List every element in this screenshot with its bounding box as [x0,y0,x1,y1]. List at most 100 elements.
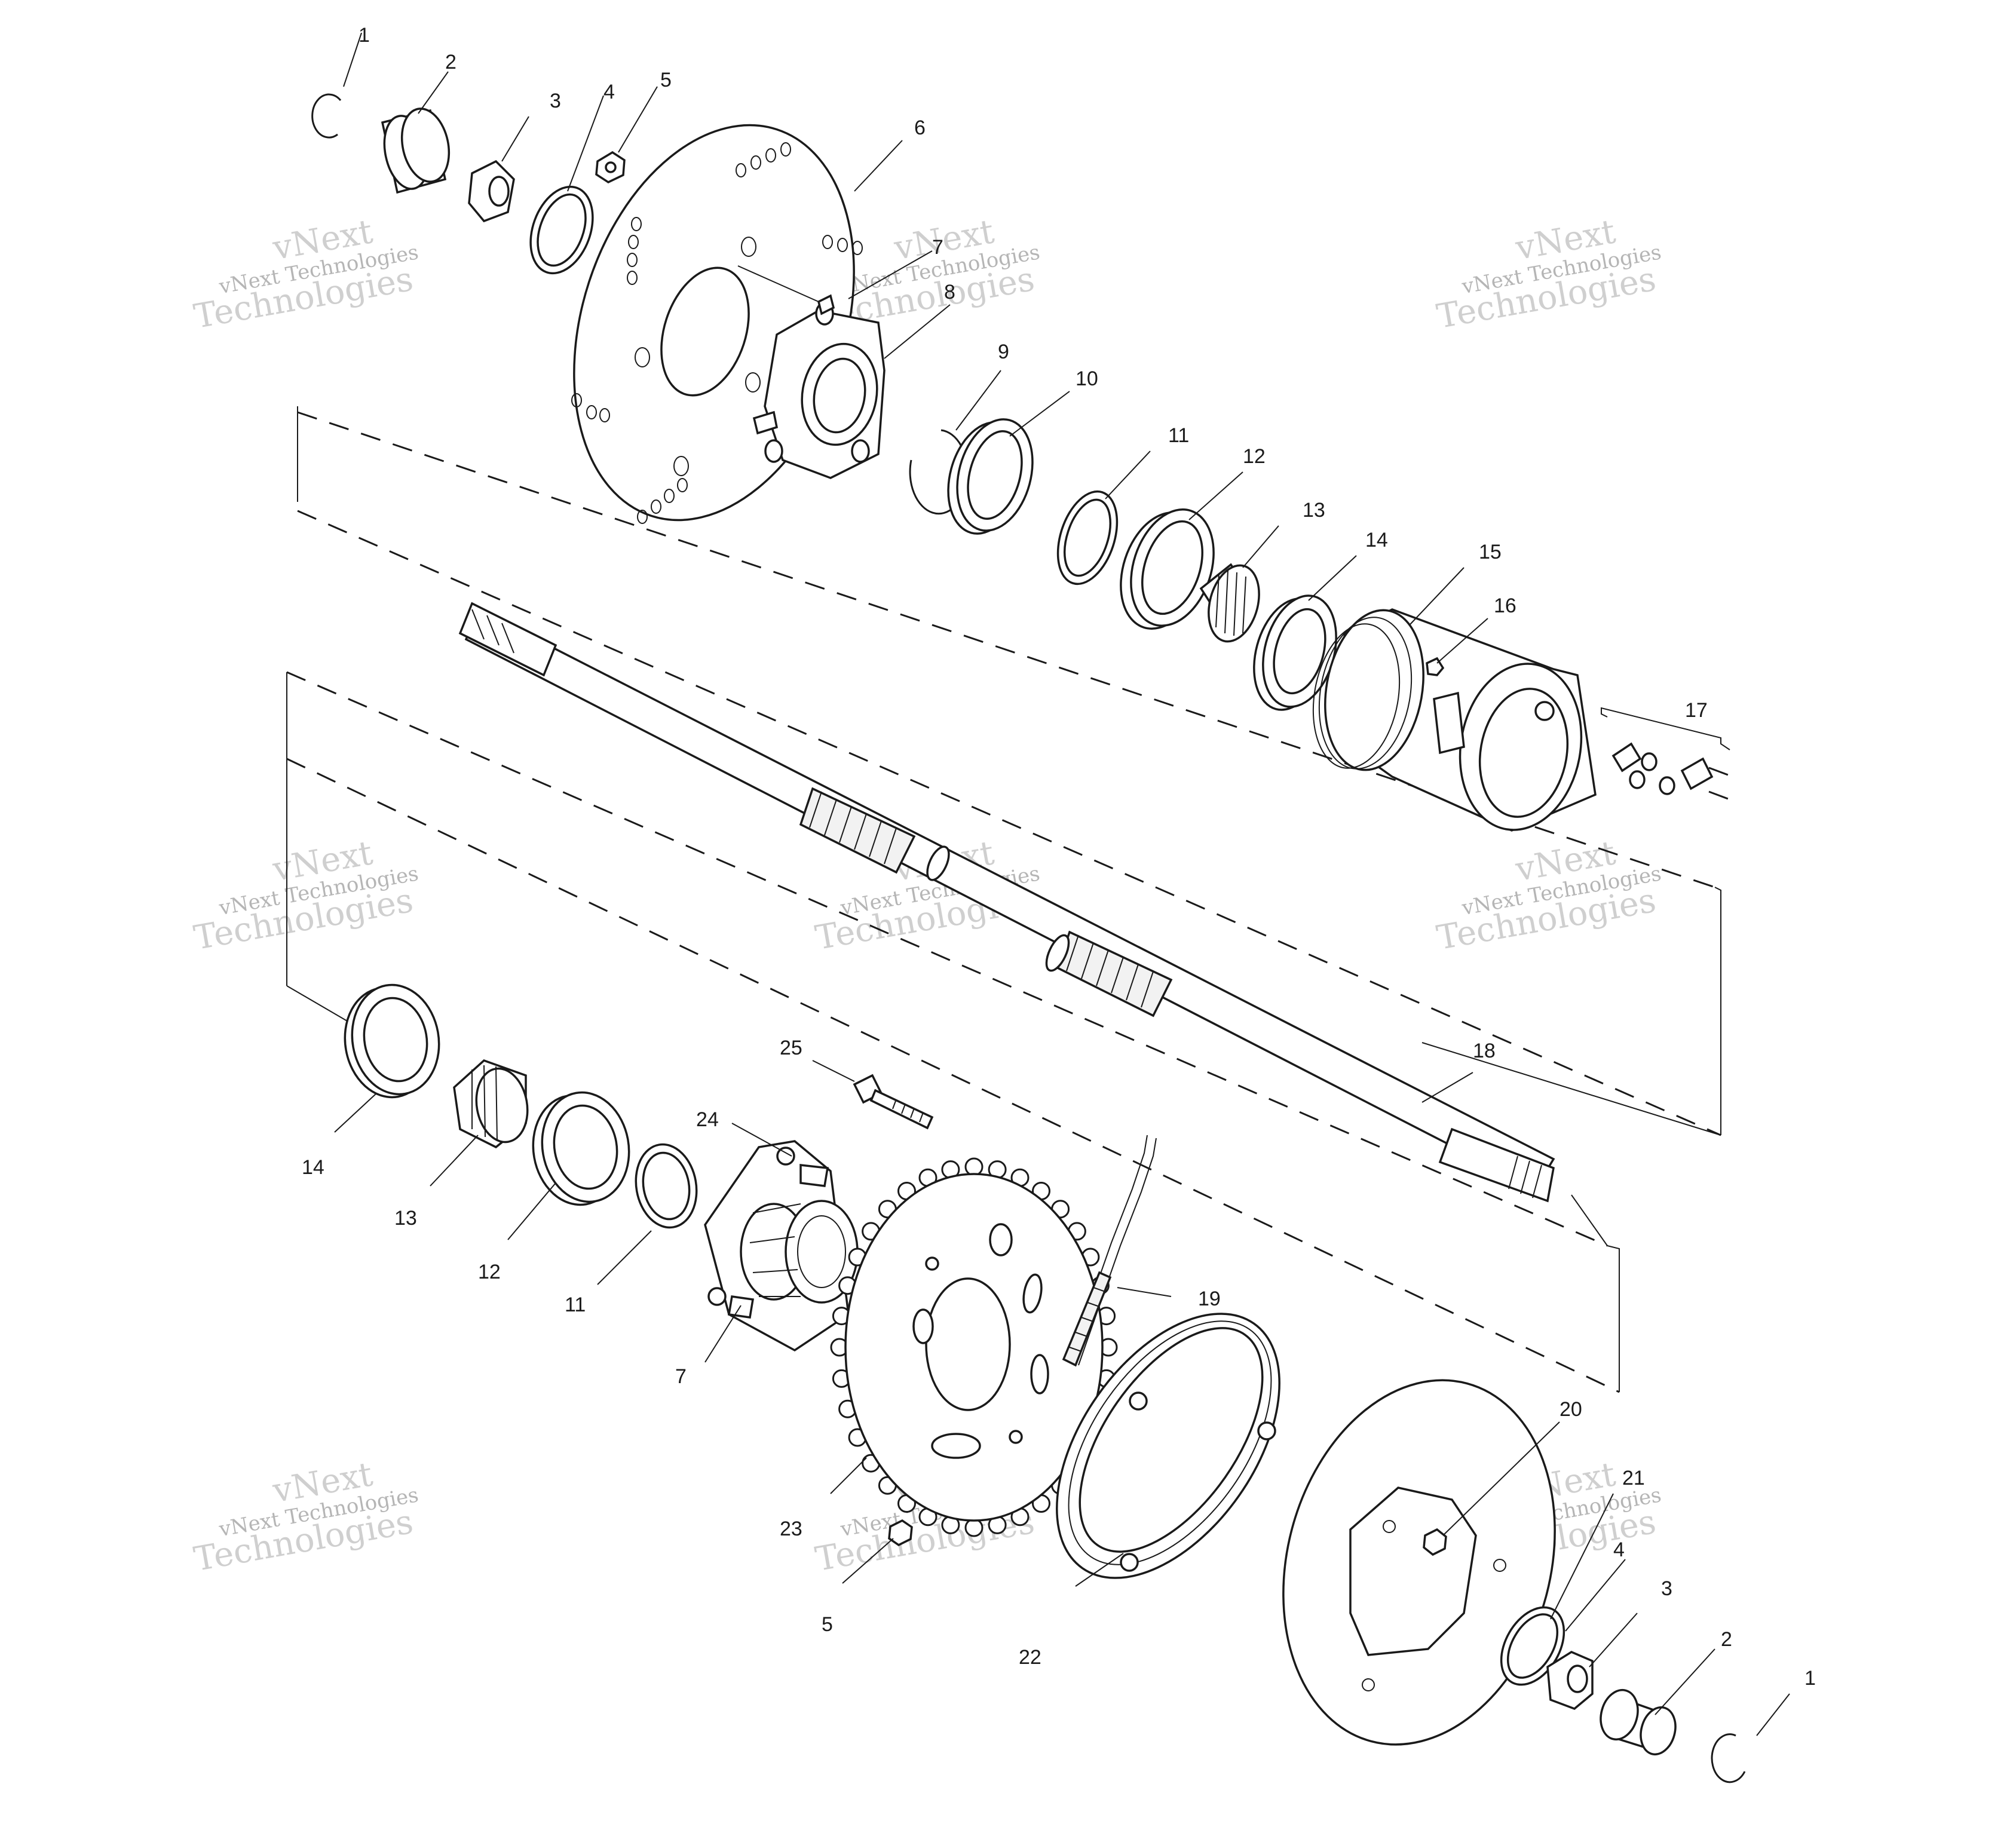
leader-line [1410,567,1464,625]
housing-bolt-hole [1534,701,1555,721]
disc-bolt-hole [1383,1520,1396,1533]
snap-ring-icon [1711,1733,1746,1783]
part-5-bottom-small-nut [888,1519,913,1547]
part-25-bolt [853,1074,934,1130]
hub-stud [817,294,835,315]
vent-hole [852,241,863,255]
callout-label: 9 [998,341,1009,363]
ring-bolt-hole [1120,1553,1139,1572]
hub-stud [752,410,779,435]
vent-hole [736,163,746,177]
leader-line [618,86,658,153]
leader-line [1589,1613,1638,1668]
leader-line [1009,391,1070,437]
part-4-top-washer [529,185,594,275]
guide-line [286,758,1620,1393]
callout-label: 18 [1473,1040,1496,1062]
bolt-hole [745,372,761,393]
leader-line [1550,1493,1614,1620]
leader-line [597,1230,652,1285]
callout-label: 2 [445,51,456,73]
callout-label: 2 [1721,1628,1732,1651]
washer-bore [537,193,587,267]
leader-line [1308,555,1357,601]
nut-bore [1567,1665,1588,1693]
vent-hole [586,405,597,419]
callout-label: 3 [550,90,561,112]
vent-hole [677,478,688,492]
leader-line [1188,471,1243,520]
leader-line [704,1305,742,1363]
washer-icon [1629,770,1646,789]
part-3-bottom-nut [1546,1651,1594,1710]
sprocket-cutout [1022,1273,1043,1314]
vent-hole [627,271,638,285]
race-bore [967,430,1023,520]
part-24-sprocket-hub [704,1140,859,1352]
part-14-top-race [1253,594,1337,711]
callout-label: 5 [822,1613,833,1636]
washer-bore [1506,1613,1559,1679]
kit-axis [1708,767,1733,802]
snap-ring-icon [311,93,342,139]
leader-line [1105,450,1151,499]
callout-label: 14 [1365,529,1388,551]
callout-label: 19 [1198,1288,1221,1310]
small-nut-bore [605,161,617,173]
callout-label: 4 [1613,1538,1625,1561]
part-12-bottom-race [532,1091,630,1206]
sprocket-cutout [931,1433,981,1459]
guide-line [1421,1042,1721,1136]
part-2-bottom-spacer [1600,1688,1677,1756]
housing-flange [1324,609,1424,771]
leader-line [507,1182,556,1240]
spacer-face [1640,1706,1677,1756]
part-16-set-screw [1426,657,1445,676]
leader-line [1436,618,1488,664]
part-13-bottom-tapered-bearing [453,1059,529,1149]
disc-bolt-hole [1493,1559,1506,1572]
part-11-bottom-seal [635,1143,698,1229]
vent-hole [750,155,761,170]
guide-line [286,671,1608,1247]
watermark-bottom-left: vNext vNext Technologies Technologies [191,1455,421,1579]
watermark-mid-left: vNext vNext Technologies Technologies [191,833,421,958]
callout-label: 14 [302,1156,324,1179]
bolt-thread [892,1099,924,1123]
callout-labels: 1 2 3 4 5 6 7 8 9 10 11 12 13 14 15 16 1… [302,24,1816,1690]
callout-label: 12 [478,1261,501,1283]
vent-hole [651,499,661,514]
leader-line [1421,1072,1473,1103]
callout-label: 7 [675,1365,687,1388]
spline-ridges [809,791,897,865]
part-19-chain [1062,1135,1157,1367]
bolt-shank [869,1089,934,1130]
vent-hole [637,510,648,524]
leader-line [501,116,529,162]
part-3-top-nut [468,160,515,223]
sprocket-tooth [964,1157,984,1176]
bolt-hole [741,237,756,257]
leader-line [1756,1693,1790,1736]
leader-line [343,32,362,87]
part-17-clamp-kit [1601,707,1733,802]
callout-label: 1 [359,24,370,47]
leader-line [334,1093,377,1133]
leader-line [430,1135,479,1187]
leader-line [418,71,449,114]
callout-label: 7 [932,236,943,259]
vent-hole [765,148,776,163]
sprocket-bolt-hole [1009,1430,1023,1444]
part-11-top-seal [1056,490,1119,586]
watermark-top-center: vNext vNext Technologies Technologies [813,212,1042,336]
washer-icon [1659,776,1675,795]
race-bore [363,997,428,1083]
callout-label: 10 [1076,367,1098,390]
leader-line [884,304,951,359]
vent-hole [822,235,833,249]
disc-center-hole [1349,1486,1477,1656]
leader-line [1442,1421,1560,1536]
disc-center-hole [660,266,750,397]
guide-line [1571,1194,1608,1246]
